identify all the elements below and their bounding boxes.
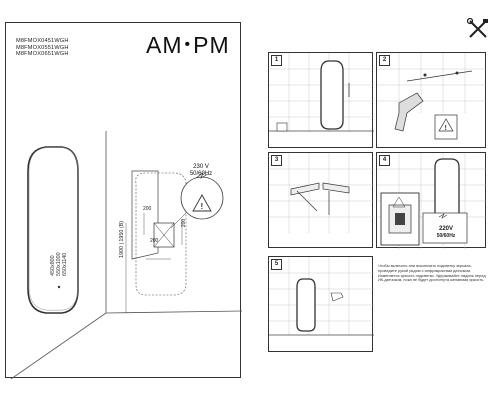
instruction-note: Чтобы включить или выключить подсветку з… xyxy=(378,263,486,283)
step-number: 4 xyxy=(379,155,390,166)
wall-mirror-drawing: ! xyxy=(10,131,242,379)
step-panel-2: ! 2 xyxy=(376,52,487,148)
step-panel-5: 5 xyxy=(268,256,374,352)
dimension-label: 200 xyxy=(150,238,159,244)
model-code: M8FMOX0451WGH xyxy=(16,38,69,44)
model-code: M8FMOX0651WGH xyxy=(16,51,69,58)
step-number: 3 xyxy=(271,155,282,166)
voltage-label: 230 V xyxy=(193,164,209,170)
tools-icon xyxy=(467,18,489,40)
dimension-label: 200 xyxy=(181,218,188,228)
voltage-label: 220V xyxy=(438,226,453,232)
mirror-sizes: 450x800 550x1000 650x1140 xyxy=(50,252,68,276)
brand-left: AM xyxy=(146,32,183,58)
brand-right: PM xyxy=(193,32,230,58)
step-panel-3: 3 xyxy=(268,152,374,248)
step-number: 5 xyxy=(271,259,282,270)
sensor-use-drawing xyxy=(269,257,374,336)
step-panel-4: 4 220V 50/60Hz xyxy=(376,152,487,249)
step4-power-spec: 220V 50/60Hz xyxy=(426,226,466,240)
size-option: 650x1140 xyxy=(62,252,68,276)
frequency-label: 50/60Hz xyxy=(436,233,456,239)
step-number: 1 xyxy=(271,55,282,66)
svg-text:!: ! xyxy=(201,202,204,211)
main-diagram-panel: ! xyxy=(5,22,242,379)
step-number: 2 xyxy=(379,55,390,66)
power-connect-drawing xyxy=(377,153,487,249)
dimension-label: 200 xyxy=(143,206,152,212)
drill-wall-drawing: ! xyxy=(377,53,487,140)
mount-height-label: 1900 | 1950 (B) xyxy=(119,220,125,258)
brand-dot: • xyxy=(184,36,192,53)
tile-wall-drawing xyxy=(269,53,374,132)
model-code: M8FMOX0551WGH xyxy=(16,44,69,51)
step-panel-1: 1 xyxy=(268,52,374,148)
bracket-mount-drawing xyxy=(269,153,374,233)
power-spec: 230 V 50/60Hz xyxy=(183,164,219,178)
frequency-label: 50/60Hz xyxy=(189,171,213,177)
model-list: M8FMOX0451WGH M8FMOX0551WGH M8FMOX0651WG… xyxy=(16,38,69,58)
brand-logo: AM•PM xyxy=(146,32,230,59)
svg-text:!: ! xyxy=(445,125,447,132)
